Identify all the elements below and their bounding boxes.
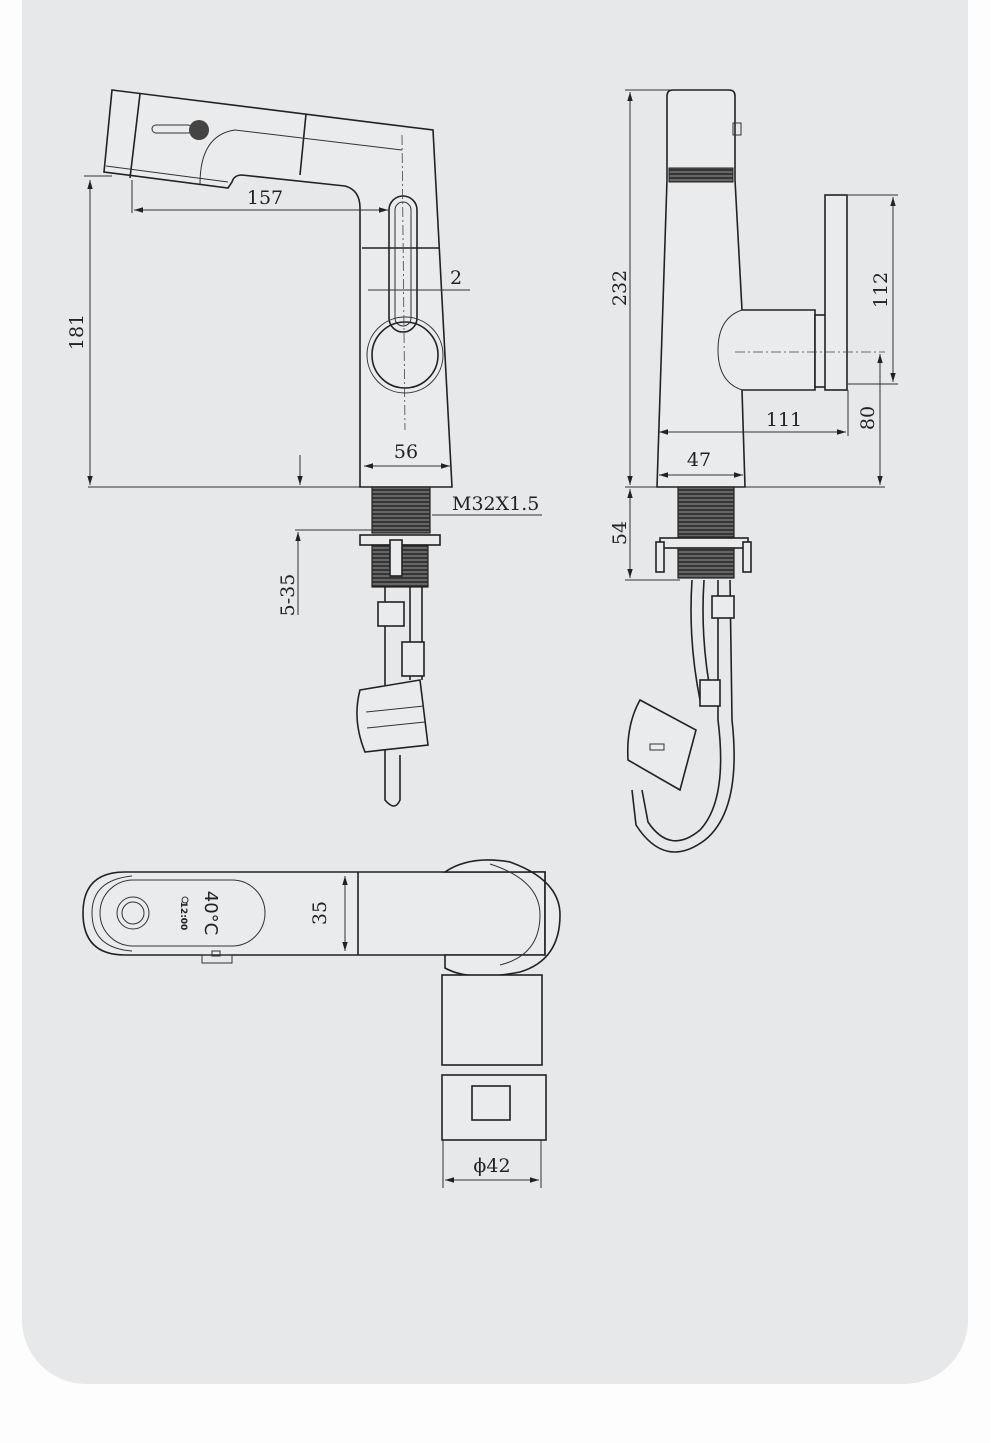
touch-button (116, 896, 150, 930)
dim-total-height: 232 (609, 270, 631, 306)
clock-icon (181, 896, 189, 904)
dim-spout-reach: 157 (247, 187, 283, 209)
top-view: 40°C 12:00 35 ϕ42 (82, 859, 561, 1188)
dim-spout-height: 181 (66, 314, 88, 350)
dim-slot: 2 (450, 267, 462, 289)
faucet-body-front (656, 89, 816, 488)
dim-body-width: 47 (687, 449, 711, 471)
dim-base-width: 56 (394, 441, 418, 463)
dim-lever-reach: 111 (766, 409, 802, 431)
dim-thread: M32X1.5 (452, 493, 539, 515)
drawing-panel (22, 0, 968, 1384)
spout-top-outline (82, 871, 546, 956)
front-view: 232 112 80 111 47 54 (609, 89, 898, 853)
thread-shank (371, 486, 431, 534)
display-temperature: 40°C (200, 891, 221, 935)
side-button (732, 122, 742, 136)
display-time: 12:00 (178, 902, 188, 931)
pullout-head-front (626, 698, 697, 792)
aerator (668, 167, 734, 183)
dim-top-width: 35 (309, 901, 331, 925)
spout-sensor-icon (189, 120, 209, 140)
lever-knob (371, 321, 439, 389)
display-panel (99, 879, 266, 947)
dim-lever-height: 112 (870, 272, 892, 308)
dim-diameter: ϕ42 (473, 1155, 510, 1177)
thread-shank-front (677, 486, 735, 538)
dim-deck-thickness: 5-35 (277, 574, 299, 617)
dim-thread-length: 54 (609, 521, 631, 545)
lever-top (441, 974, 543, 1066)
side-view: 181 157 2 56 M32X1.5 5-35 (66, 89, 542, 807)
pullout-head-side (356, 679, 429, 753)
dim-lever-base: 80 (857, 406, 879, 430)
lever-handle-front (824, 194, 848, 391)
